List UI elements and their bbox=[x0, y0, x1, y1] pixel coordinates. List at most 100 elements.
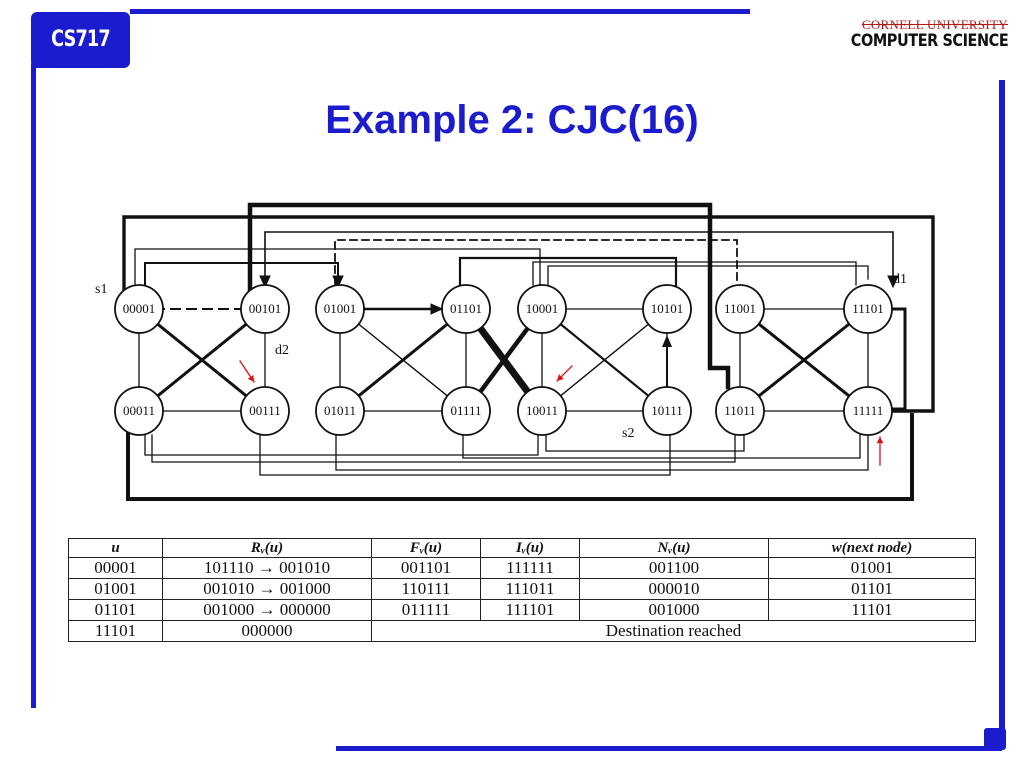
table-cell: 001000 bbox=[579, 599, 769, 621]
bottom-frame-bar bbox=[336, 746, 1002, 751]
network-node: 00101 bbox=[240, 284, 290, 334]
network-node: 01111 bbox=[441, 386, 491, 436]
course-tag: CS717 bbox=[31, 12, 130, 68]
network-node: 00011 bbox=[114, 386, 164, 436]
table-cell: 01001 bbox=[768, 557, 976, 579]
network-link bbox=[144, 262, 339, 286]
network-link bbox=[134, 248, 541, 286]
network-link bbox=[337, 306, 469, 414]
network-link bbox=[541, 308, 668, 412]
logo-line-1: CORNELL UNIVERSITY bbox=[861, 17, 1008, 32]
top-frame-bar bbox=[130, 9, 750, 14]
arrowhead-icon bbox=[887, 275, 899, 289]
table-cell: 01101 bbox=[68, 599, 163, 621]
node-label: 01001 bbox=[324, 301, 357, 316]
destination-note: Destination reached bbox=[371, 620, 976, 642]
network-link bbox=[890, 307, 907, 411]
routing-table: u Rᵥ(u) Fᵥ(u) Iᵥ(u) Nᵥ(u) w(next node) 0… bbox=[68, 538, 976, 642]
network-link bbox=[136, 306, 268, 414]
node-circle bbox=[517, 284, 567, 334]
node-label: 11111 bbox=[853, 403, 884, 418]
network-link bbox=[259, 434, 671, 476]
table-cell: 000010 bbox=[579, 578, 769, 600]
network-link bbox=[547, 265, 869, 286]
table-cell: 101110 → 001010 bbox=[162, 557, 372, 579]
network-node: 01011 bbox=[315, 386, 365, 436]
network-node: 00001 bbox=[114, 284, 164, 334]
network-node: 11001 bbox=[715, 284, 765, 334]
node-label: 00001 bbox=[123, 301, 156, 316]
network-link bbox=[247, 202, 731, 390]
arrowhead-icon bbox=[259, 275, 271, 289]
left-frame-bar bbox=[31, 64, 36, 708]
right-frame-bar bbox=[999, 80, 1005, 740]
red-arrowhead-icon bbox=[876, 437, 884, 444]
network-node: 01001 bbox=[315, 284, 365, 334]
label-s2: s2 bbox=[622, 426, 634, 441]
arrowhead-icon bbox=[430, 303, 444, 315]
table-cell: 001000 → 000000 bbox=[162, 599, 372, 621]
node-label: 10111 bbox=[651, 403, 683, 418]
node-circle bbox=[114, 386, 164, 436]
node-label: 11001 bbox=[724, 301, 756, 316]
node-label: 01111 bbox=[450, 403, 481, 418]
network-link bbox=[545, 434, 745, 452]
course-tag-label: CS717 bbox=[51, 27, 110, 52]
node-circle bbox=[441, 284, 491, 334]
node-label: 10001 bbox=[526, 301, 559, 316]
network-node: 10001 bbox=[517, 284, 567, 334]
label-d1: d1 bbox=[893, 272, 907, 287]
network-node: 10111 bbox=[642, 386, 692, 436]
node-circle bbox=[517, 386, 567, 436]
node-circle bbox=[715, 284, 765, 334]
node-label: 11011 bbox=[724, 403, 756, 418]
node-label: 00101 bbox=[249, 301, 282, 316]
col-header-next: w(next node) bbox=[768, 538, 976, 558]
network-link bbox=[144, 434, 539, 456]
table-cell: 110111 bbox=[371, 578, 481, 600]
node-circle bbox=[715, 386, 765, 436]
node-label: 01011 bbox=[324, 403, 356, 418]
table-cell: 11101 bbox=[68, 620, 163, 642]
table-cell: 00001 bbox=[68, 557, 163, 579]
node-label: 10101 bbox=[651, 301, 684, 316]
network-node: 01101 bbox=[441, 284, 491, 334]
table-cell: 001101 bbox=[371, 557, 481, 579]
node-circle bbox=[315, 386, 365, 436]
network-node: 10011 bbox=[517, 386, 567, 436]
node-label: 00011 bbox=[123, 403, 155, 418]
node-circle bbox=[843, 284, 893, 334]
corner-block bbox=[984, 728, 1006, 750]
network-node: 10101 bbox=[642, 284, 692, 334]
table-cell: 000000 bbox=[162, 620, 372, 642]
network-link bbox=[458, 256, 678, 287]
table-cell: 11101 bbox=[768, 599, 976, 621]
arrowhead-icon bbox=[332, 275, 344, 289]
table-cell: 011111 bbox=[371, 599, 481, 621]
table-cell: 111111 bbox=[480, 557, 580, 579]
node-circle bbox=[114, 284, 164, 334]
col-header-u: u bbox=[68, 538, 163, 558]
network-node: 11011 bbox=[715, 386, 765, 436]
col-header-nv: Nᵥ(u) bbox=[579, 538, 769, 558]
network-node: 11101 bbox=[843, 284, 893, 334]
node-circle bbox=[441, 386, 491, 436]
red-arrowhead-icon bbox=[247, 375, 254, 382]
table-cell: 01001 bbox=[68, 578, 163, 600]
node-circle bbox=[642, 284, 692, 334]
table-cell: 001010 → 001000 bbox=[162, 578, 372, 600]
table-cell: 111101 bbox=[480, 599, 580, 621]
network-link bbox=[462, 434, 861, 459]
network-link bbox=[737, 306, 871, 414]
network-link bbox=[264, 231, 894, 280]
network-link bbox=[335, 434, 869, 471]
network-link bbox=[125, 413, 914, 501]
table-cell: 001100 bbox=[579, 557, 769, 579]
network-link bbox=[532, 261, 857, 286]
network-link bbox=[151, 434, 736, 463]
table-cell: 01101 bbox=[768, 578, 976, 600]
